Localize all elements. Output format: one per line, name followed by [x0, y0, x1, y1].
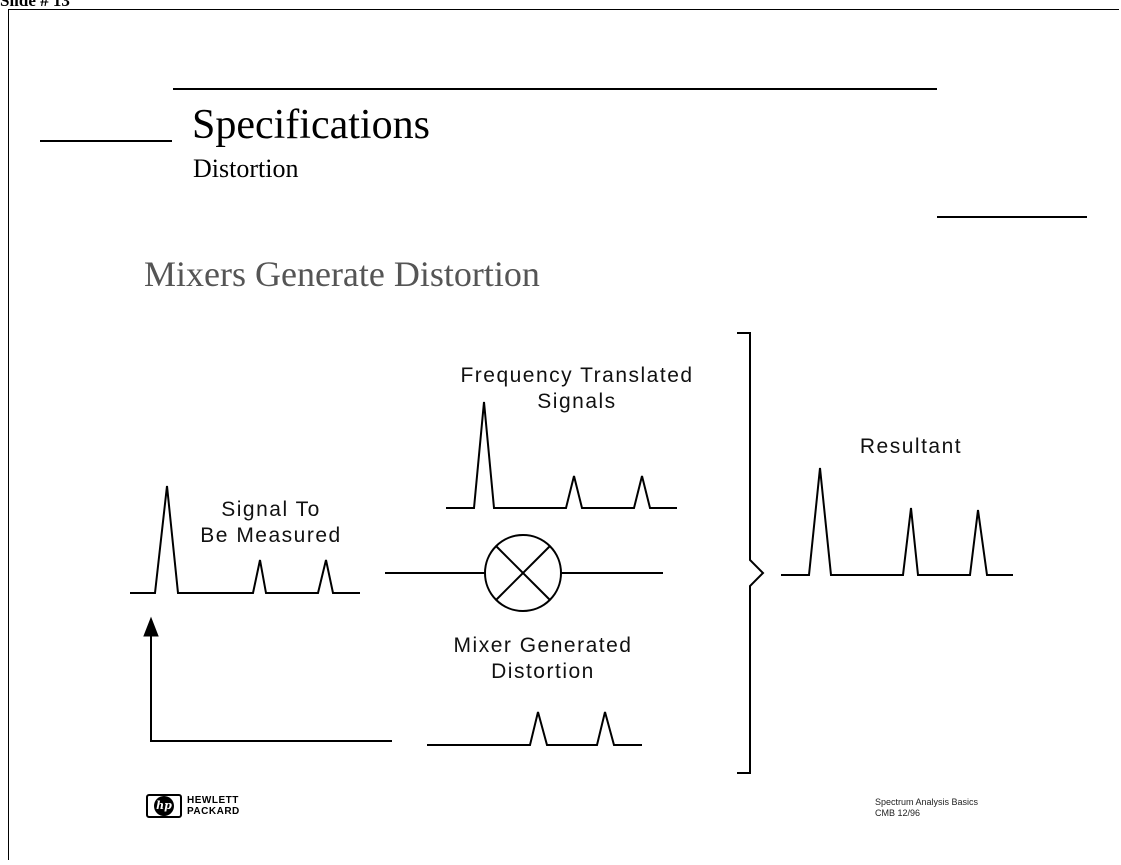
- slide-subtitle: Distortion: [193, 154, 299, 183]
- resultant-label: Resultant: [859, 435, 963, 458]
- input-spectrum: [130, 485, 360, 594]
- feedback-line: [150, 633, 392, 742]
- section-heading: Mixers Generate Distortion: [144, 254, 540, 294]
- translated-signals-label: Frequency Translated Signals: [460, 364, 694, 413]
- hp-logo: hp HEWLETT PACKARD: [146, 794, 240, 818]
- hp-logo-icon: hp: [146, 794, 182, 818]
- distortion-label: Mixer Generated Distortion: [453, 634, 633, 683]
- summing-brace: [737, 332, 765, 774]
- mixer-symbol: [484, 534, 562, 612]
- footer-course-title: Spectrum Analysis Basics: [875, 797, 979, 807]
- translated-spectrum: [446, 401, 677, 509]
- distortion-spectrum: [427, 711, 642, 746]
- hp-logo-text: HEWLETT PACKARD: [187, 795, 240, 817]
- footer-caption: Spectrum Analysis Basics CMB 12/96: [875, 797, 978, 819]
- slide-title: Specifications: [192, 102, 430, 148]
- feedback-arrowhead: [143, 616, 159, 637]
- input-signal-label: Signal To Be Measured: [200, 498, 342, 547]
- slide-number: Slide # 13: [0, 0, 70, 10]
- footer-author-date: CMB 12/96: [875, 808, 921, 818]
- slide-frame: [8, 9, 1119, 860]
- resultant-spectrum: [781, 467, 1013, 576]
